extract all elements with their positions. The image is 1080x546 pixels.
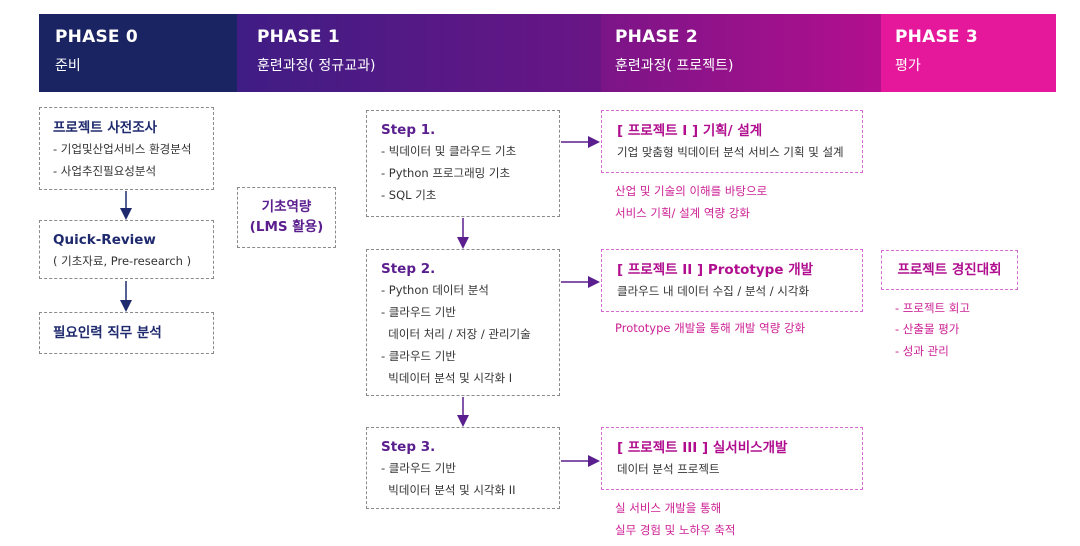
phase1-basic-box: 기초역량 (LMS 활용) <box>237 187 336 248</box>
phase2-project2-box: [ 프로젝트 II ] Prototype 개발 클라우드 내 데이터 수집 /… <box>601 249 863 312</box>
project1-desc: 기업 맞춤형 빅데이터 분석 서비스 기획 및 설계 <box>617 145 844 159</box>
project3-title: [ 프로젝트 III ] 실서비스개발 <box>617 440 788 456</box>
phase0-box-quick-review: Quick-Review ( 기초자료, Pre-research ) <box>39 220 214 279</box>
step3-title: Step 3. <box>381 439 436 455</box>
phase-header: PHASE 0 준비 PHASE 1 훈련과정( 정규교과) PHASE 2 훈… <box>39 14 1056 92</box>
phase3-note: - 산출물 평가 <box>895 322 960 336</box>
project3-desc: 데이터 분석 프로젝트 <box>617 462 720 476</box>
phase-3-header: PHASE 3 평가 <box>881 14 1056 92</box>
step1-line: - SQL 기초 <box>381 188 437 202</box>
phase3-contest-title: 프로젝트 경진대회 <box>897 262 1002 278</box>
project1-note: 산업 및 기술의 이해를 바탕으로 <box>615 184 768 198</box>
step2-line: 데이터 처리 / 저장 / 관리기술 <box>381 327 531 341</box>
phase-1-header: PHASE 1 훈련과정( 정규교과) <box>237 14 601 92</box>
phase3-note: - 성과 관리 <box>895 344 949 358</box>
step2-line: - 클라우드 기반 <box>381 349 456 363</box>
step1-line: - Python 프로그래밍 기초 <box>381 166 511 180</box>
step1-line: - 빅데이터 및 클라우드 기초 <box>381 144 517 158</box>
step1-title: Step 1. <box>381 122 436 138</box>
project3-note: 실무 경험 및 노하우 축적 <box>615 523 736 537</box>
step2-line: 빅데이터 분석 및 시각화 I <box>381 371 513 385</box>
phase-3-title: PHASE 3 <box>895 27 978 47</box>
phase0-box-research-title: 프로젝트 사전조사 <box>53 120 158 136</box>
phase0-box-quick-review-title: Quick-Review <box>53 232 156 248</box>
phase1-step3-box: Step 3. - 클라우드 기반 빅데이터 분석 및 시각화 II <box>366 427 560 509</box>
phase2-project3-box: [ 프로젝트 III ] 실서비스개발 데이터 분석 프로젝트 <box>601 427 863 490</box>
project1-title: [ 프로젝트 I ] 기획/ 설계 <box>617 123 763 139</box>
phase0-box-job-analysis: 필요인력 직무 분석 <box>39 312 214 354</box>
phase1-step1-box: Step 1. - 빅데이터 및 클라우드 기초 - Python 프로그래밍 … <box>366 110 560 217</box>
phase1-step2-box: Step 2. - Python 데이터 분석 - 클라우드 기반 데이터 처리… <box>366 249 560 396</box>
phase1-basic-line2: (LMS 활용) <box>249 219 324 235</box>
phase-0-title: PHASE 0 <box>55 27 138 47</box>
phase0-box-research: 프로젝트 사전조사 - 기업및산업서비스 환경분석 - 사업추진필요성분석 <box>39 107 214 190</box>
step3-line: 빅데이터 분석 및 시각화 II <box>381 483 516 497</box>
project1-note: 서비스 기획/ 설계 역량 강화 <box>615 206 750 220</box>
phase0-box-job-analysis-title: 필요인력 직무 분석 <box>53 325 162 341</box>
phase-0-subtitle: 준비 <box>55 58 81 74</box>
phase3-note: - 프로젝트 회고 <box>895 301 970 315</box>
project2-title: [ 프로젝트 II ] Prototype 개발 <box>617 262 814 278</box>
project2-note: Prototype 개발을 통해 개발 역량 강화 <box>615 321 806 335</box>
phase-2-header: PHASE 2 훈련과정( 프로젝트) <box>601 14 881 92</box>
phase0-box-quick-review-line: ( 기초자료, Pre-research ) <box>53 254 192 268</box>
phase-1-title: PHASE 1 <box>257 27 340 47</box>
phase0-box-research-line: - 기업및산업서비스 환경분석 <box>53 142 192 156</box>
phase-1-subtitle: 훈련과정( 정규교과) <box>257 58 376 74</box>
phase-0-header: PHASE 0 준비 <box>39 14 237 92</box>
project3-note: 실 서비스 개발을 통해 <box>615 501 722 515</box>
phase1-basic-line1: 기초역량 <box>261 199 312 215</box>
phase-2-subtitle: 훈련과정( 프로젝트) <box>615 58 734 74</box>
step2-title: Step 2. <box>381 261 436 277</box>
phase-2-title: PHASE 2 <box>615 27 698 47</box>
phase-3-subtitle: 평가 <box>895 58 921 74</box>
phase3-contest-box: 프로젝트 경진대회 <box>881 250 1018 290</box>
step2-line: - 클라우드 기반 <box>381 305 456 319</box>
phase2-project1-box: [ 프로젝트 I ] 기획/ 설계 기업 맞춤형 빅데이터 분석 서비스 기획 … <box>601 110 863 173</box>
step2-line: - Python 데이터 분석 <box>381 283 489 297</box>
project2-desc: 클라우드 내 데이터 수집 / 분석 / 시각화 <box>617 284 810 298</box>
step3-line: - 클라우드 기반 <box>381 461 456 475</box>
phase0-box-research-line: - 사업추진필요성분석 <box>53 164 157 178</box>
